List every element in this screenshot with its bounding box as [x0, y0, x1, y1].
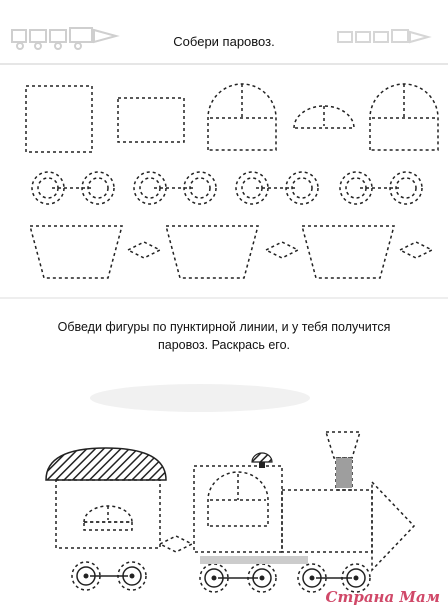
dashed-diamond-3 [398, 241, 434, 259]
dashed-diamond-1 [126, 241, 162, 259]
steam-dome [251, 452, 273, 468]
dashed-wheel-pair-3 [235, 171, 319, 205]
background-blob [90, 384, 310, 412]
dashed-window-shape-2 [369, 83, 439, 151]
dashed-diamond-2 [264, 241, 300, 259]
header-decoration-left [11, 27, 120, 50]
dashed-wheel-pair-1 [31, 171, 115, 205]
dashed-rectangle [117, 97, 185, 143]
dashed-trapezoid-2 [165, 225, 259, 279]
instruction-line-2: паровоз. Раскрась его. [157, 338, 290, 352]
boiler-body [281, 489, 373, 553]
tender-window [83, 505, 133, 531]
dashed-trapezoid-3 [301, 225, 395, 279]
header-decoration-right [337, 29, 432, 44]
chimney-top [324, 431, 362, 459]
page-title: Собери паровоз. [173, 34, 275, 49]
dashed-square [25, 85, 93, 153]
dashed-dome-shape [293, 105, 355, 129]
tender-body [55, 479, 161, 549]
instruction-text: Обведи фигуры по пунктирной линии, и у т… [20, 318, 428, 354]
tender-roof-hatched [45, 447, 167, 481]
instruction-line-1: Обведи фигуры по пунктирной линии, и у т… [57, 320, 391, 334]
nose-cone [371, 480, 416, 572]
coupling-diamond [158, 535, 194, 553]
dashed-trapezoid-1 [29, 225, 123, 279]
dashed-wheel-pair-2 [133, 171, 217, 205]
dashed-window-shape-1 [207, 83, 277, 151]
cab-body [193, 465, 283, 553]
cab-bottom-pad [200, 556, 308, 564]
chimney-band-fill [336, 458, 352, 488]
dashed-wheel-pair-4 [339, 171, 423, 205]
site-watermark: Страна Мам [325, 588, 440, 606]
cab-window [207, 471, 269, 527]
